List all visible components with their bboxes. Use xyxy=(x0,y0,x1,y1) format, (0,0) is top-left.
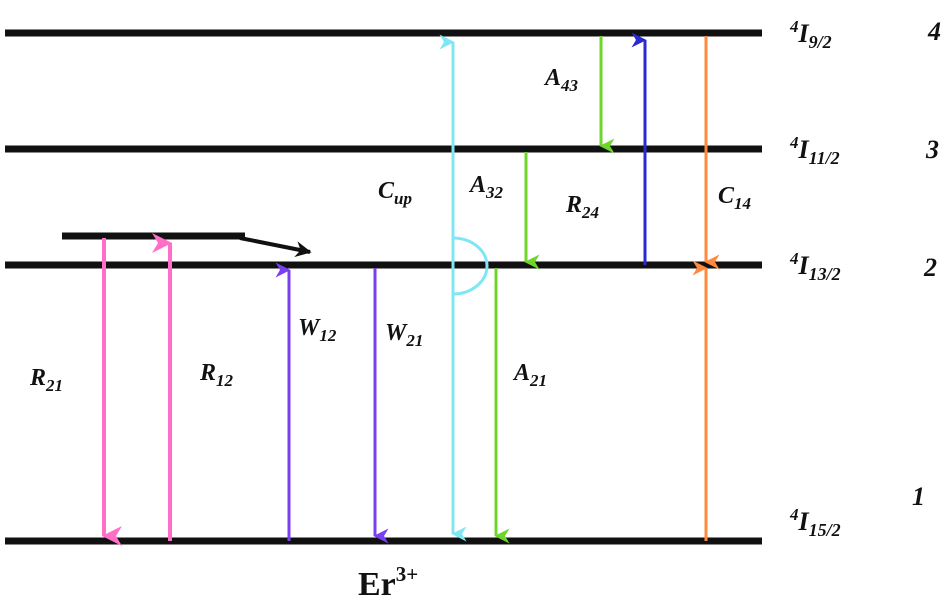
label-W12: W12 xyxy=(298,315,337,345)
label-R24: R24 xyxy=(565,192,599,222)
level-2-index: 2 xyxy=(923,253,937,282)
level-3-index: 3 xyxy=(925,135,939,164)
label-A32: A32 xyxy=(468,172,504,202)
label-Cup: Cup xyxy=(378,178,412,208)
label-C14: C14 xyxy=(718,183,751,213)
label-A21: A21 xyxy=(512,360,547,390)
level-1-term: 4I15/2 xyxy=(789,505,841,540)
label-R12: R12 xyxy=(199,360,234,390)
level-2-term: 4I13/2 xyxy=(789,249,841,284)
label-R21: R21 xyxy=(29,365,63,395)
level-4-term: 4I9/2 xyxy=(789,17,832,52)
ion-label: Er3+ xyxy=(358,562,418,603)
level-1-index: 1 xyxy=(912,482,925,511)
label-W21: W21 xyxy=(385,320,423,350)
label-A43: A43 xyxy=(543,65,579,95)
cup-interaction-arc xyxy=(452,236,489,296)
level-3-term: 4I11/2 xyxy=(789,133,840,168)
level-4-index: 4 xyxy=(927,17,941,46)
pump-relax-arrow xyxy=(239,236,312,258)
